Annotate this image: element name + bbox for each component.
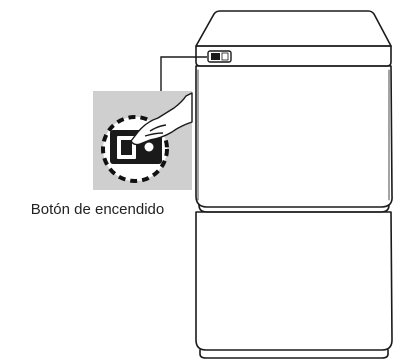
device-upper-body [195,65,393,208]
device-base [199,349,389,359]
callout-panel [93,91,193,190]
pressing-hand-icon [130,92,193,146]
device-body [195,10,393,359]
power-button-label: Botón de encendido [30,201,165,218]
callout-leader-line [160,56,207,91]
device-lower-body [195,211,393,351]
device-lid-top [195,10,392,47]
device-seam [198,204,390,213]
device-power-switch [207,50,232,63]
